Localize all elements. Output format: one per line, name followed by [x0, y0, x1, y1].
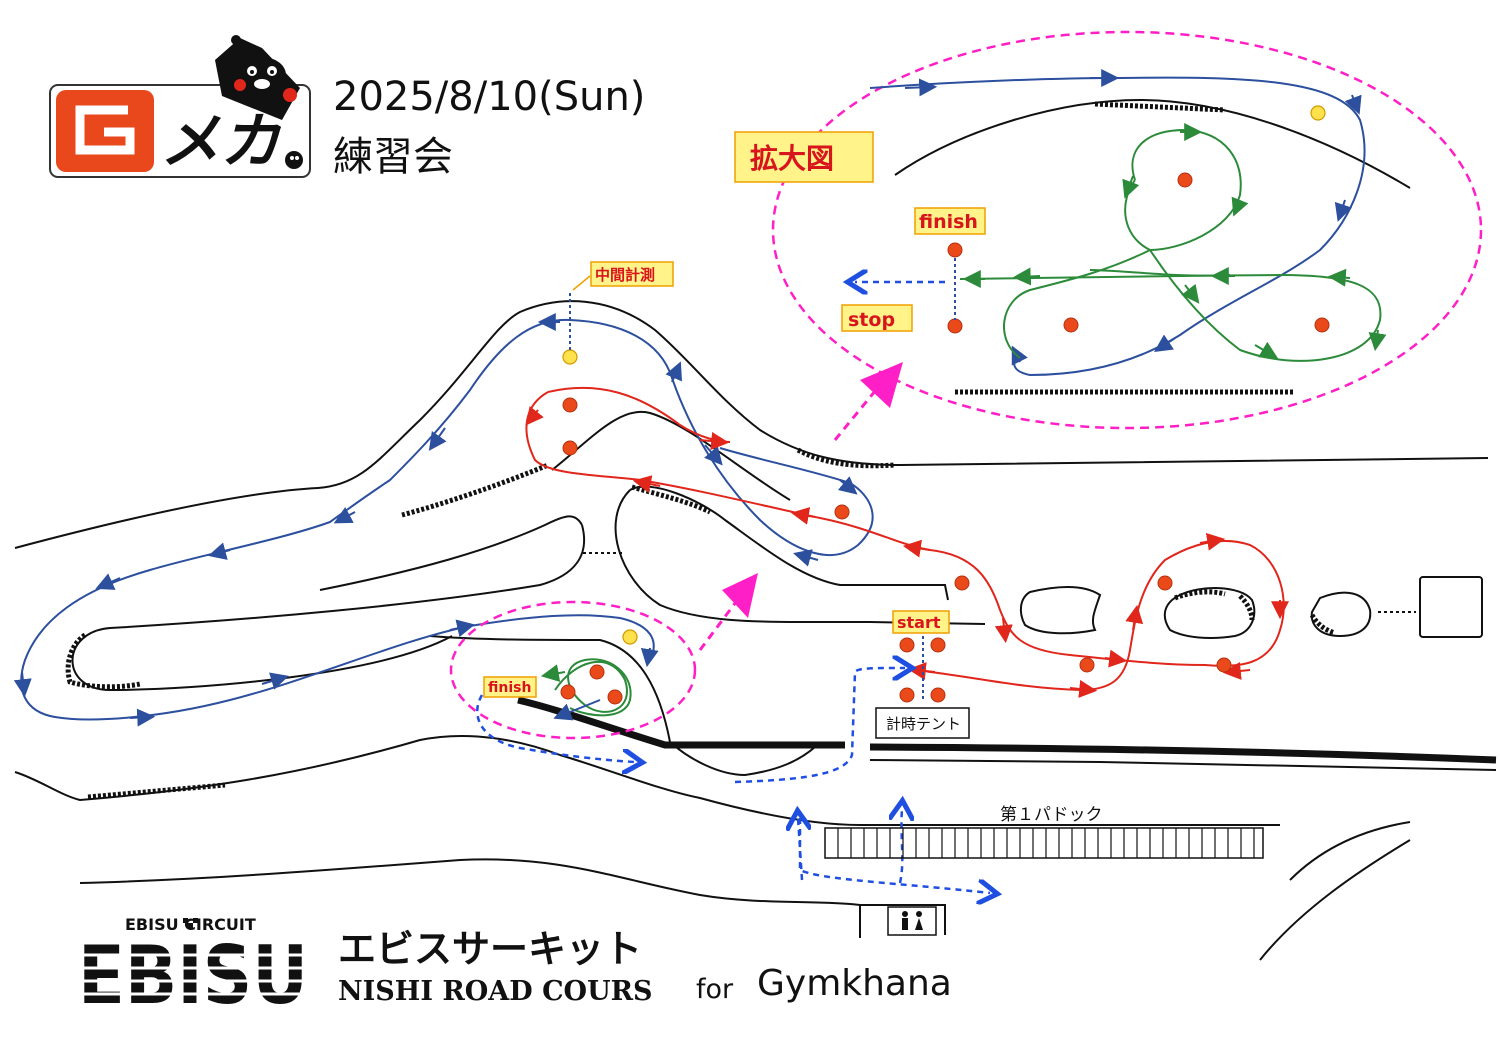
zoom-inset: 拡大図 f: [734, 30, 1483, 430]
curbs: [65, 447, 1336, 800]
lower-gymkhana-loops: [540, 658, 632, 721]
mid-timing-label: 中間計測: [595, 266, 655, 284]
restroom-icon: [887, 906, 937, 936]
red-route: [525, 386, 1289, 698]
mid-timing-box: [590, 261, 674, 287]
course-outline: [14, 300, 1497, 961]
brand-big: EBISU: [78, 929, 308, 1022]
circuit-name-en: NISHI ROAD COURS: [338, 976, 653, 1007]
checkered-flag-icon: [183, 918, 198, 928]
start-label-box: [892, 610, 950, 634]
kumamon-mascot-icon: [215, 35, 303, 169]
paddock-label: 第１パドック: [1000, 805, 1103, 825]
zoom-finish-label: finish: [919, 211, 978, 233]
gymkhana-label: Gymkhana: [757, 963, 952, 1004]
timing-tent-label: 計時テント: [886, 715, 961, 733]
blue-route: [13, 313, 874, 727]
circuit-name-ja: エビスサーキット: [338, 927, 642, 971]
for-label: for: [696, 974, 734, 1005]
ebisu-logo: EBISU CIRCUIT EBISU: [76, 915, 310, 1022]
timing-tent-box: [875, 707, 970, 739]
zoom-finish-box: [914, 207, 986, 235]
finish-label-box: [483, 676, 537, 698]
paddock: [824, 827, 1264, 859]
finish-label: finish: [488, 680, 531, 696]
pit-wall: [517, 696, 1497, 764]
stop-label: stop: [848, 309, 895, 331]
zoom-source-ellipse: [449, 600, 697, 740]
event-title: 練習会: [333, 134, 453, 180]
stop-label-box: [841, 304, 913, 332]
event-date: 2025/8/10(Sun): [333, 74, 645, 120]
gmeka-logo: メカ: [49, 35, 311, 178]
pylons: [560, 349, 1232, 705]
approach-paths: [476, 668, 990, 893]
zoom-label-box: [734, 131, 874, 183]
start-label: start: [897, 613, 941, 632]
logo-text: メカ: [160, 107, 282, 177]
zoom-label: 拡大図: [750, 142, 834, 175]
